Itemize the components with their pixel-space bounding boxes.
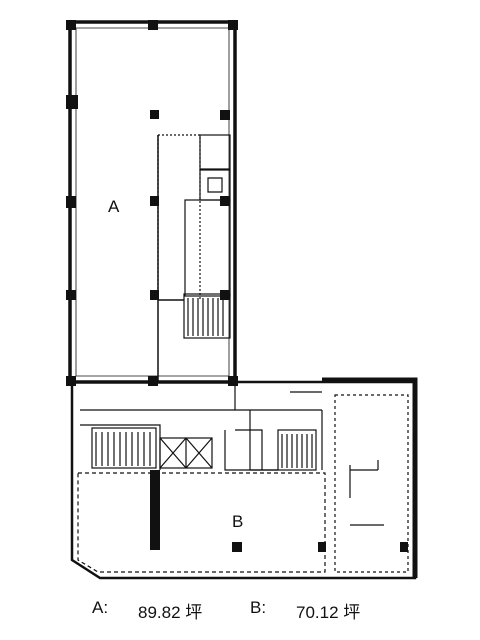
- lower-outline: [70, 380, 417, 580]
- area-b-label: B: [232, 512, 243, 531]
- shaft-room: [184, 199, 231, 297]
- core-lower-walls: [80, 409, 278, 471]
- columns: [66, 20, 408, 552]
- area-a-label: A: [108, 197, 120, 216]
- right-wing-thick-wall: [322, 377, 418, 578]
- right-room-boundary: [334, 394, 409, 573]
- area-b-value: 70.12 坪: [296, 603, 361, 622]
- center-wall: [157, 135, 184, 382]
- corridor-dashed-line: [157, 134, 201, 300]
- area-a-key: A:: [92, 598, 109, 617]
- stairs-right: [277, 429, 317, 471]
- shaft-2: [199, 169, 231, 201]
- area-b-boundary: [77, 472, 326, 573]
- stairs-a: [183, 293, 231, 339]
- area-a-value: 89.82 坪: [138, 603, 203, 622]
- elevators: [159, 437, 213, 469]
- right-wing-partitions: [349, 460, 384, 526]
- area-caption: A: 89.82 坪 B: 70.12 坪: [0, 598, 480, 628]
- area-b-key: B:: [250, 598, 267, 617]
- shaft-2-hatch: [207, 177, 223, 193]
- shaft-1: [199, 134, 231, 170]
- stairs-left: [91, 427, 157, 469]
